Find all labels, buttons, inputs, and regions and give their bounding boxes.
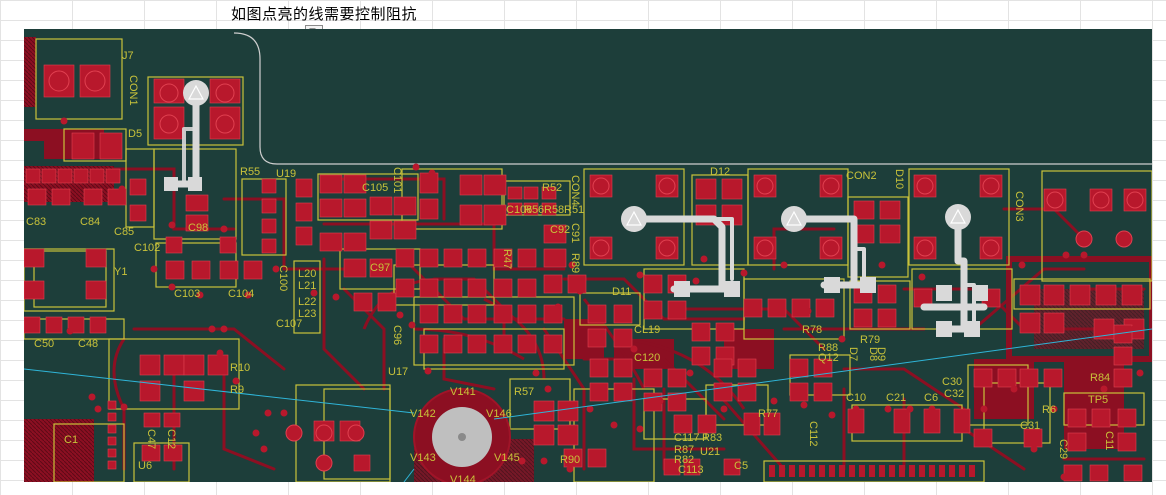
ref-label-c6: C6 (924, 392, 938, 404)
ref-label-c11: C11 (1103, 431, 1115, 450)
ref-label-d10: D10 (893, 169, 905, 189)
ref-label-c120: C120 (634, 352, 660, 364)
ref-label-l20: L20 (298, 268, 316, 280)
ref-label-c31: C31 (1020, 420, 1040, 432)
ref-label-con3: CON3 (1013, 191, 1025, 222)
ref-label-c97: C97 (370, 262, 390, 274)
fine-pitch-strip (769, 465, 975, 477)
ref-label-r77: R77 (758, 408, 778, 420)
ref-label-u6: U6 (138, 460, 152, 472)
ref-label-r47: R47 (501, 249, 513, 269)
ref-label-c103: C103 (174, 288, 200, 300)
ref-label-con2: CON2 (846, 170, 877, 182)
ref-label-d5: D5 (128, 128, 142, 140)
ref-label-r51: R51 (564, 204, 584, 216)
ref-label-c106: C106 (506, 204, 532, 216)
ref-label-v141: V141 (450, 386, 476, 398)
ref-label-c112: C112 (807, 421, 819, 446)
ref-label-c84: C84 (80, 216, 100, 228)
ref-label-c107: C107 (276, 318, 302, 330)
ref-label-v142: V142 (410, 408, 436, 420)
ref-label-u19: U19 (276, 168, 296, 180)
ref-label-c1: C1 (64, 434, 78, 446)
ref-label-c117: C117 (674, 432, 699, 444)
ref-label-r82: R82 (674, 454, 694, 466)
inductor-v14 (413, 388, 511, 482)
ref-label-c91: C91 (569, 223, 581, 243)
ref-label-tp5: TP5 (1088, 394, 1108, 406)
ref-label-q12: Q12 (818, 352, 839, 364)
ref-label-r89: R89 (569, 253, 581, 273)
ref-label-c12: C12 (165, 429, 177, 449)
ref-label-r58: R58 (544, 204, 564, 216)
ref-label-r87: R87 (674, 444, 694, 456)
ref-label-r88: R88 (818, 342, 838, 354)
ref-label-c21: C21 (886, 392, 906, 404)
ref-label-r55: R55 (240, 166, 260, 178)
ref-label-c5: C5 (734, 460, 748, 472)
ref-label-c105: C105 (362, 182, 388, 194)
ref-label-v143: V143 (410, 452, 436, 464)
ref-label-r57: R57 (514, 386, 534, 398)
ref-label-con4: CON4 (569, 175, 581, 206)
ref-label-c10: C10 (846, 392, 866, 404)
through-hole-pads (48, 70, 1144, 472)
ref-label-d8: D8 (867, 347, 879, 361)
ref-label-r52: R52 (542, 182, 562, 194)
ref-label-r10: R10 (230, 362, 250, 374)
ref-label-r9: R9 (230, 384, 244, 396)
ref-label-r84: R84 (1090, 372, 1110, 384)
ref-label-con1: CON1 (127, 75, 139, 106)
ref-label-l23: L23 (298, 308, 316, 320)
ref-label-y1: Y1 (114, 266, 127, 278)
ref-label-c50: C50 (34, 338, 54, 350)
ref-label-r79: R79 (860, 334, 880, 346)
ref-label-c48: C48 (78, 338, 98, 350)
ref-label-c102: C102 (134, 242, 160, 254)
ref-label-c30: C30 (942, 376, 962, 388)
pcb-layout: J7CON1D5R55U19C105C101R52R56C106R58R51CO… (24, 32, 1152, 482)
ref-label-cl19: CL19 (634, 324, 660, 336)
ref-label-c96: C96 (391, 325, 403, 345)
ref-label-d9: D9 (875, 347, 887, 361)
ref-label-c29: C29 (1057, 439, 1069, 459)
ref-label-r90: R90 (560, 454, 580, 466)
ref-label-c101: C101 (391, 167, 403, 193)
ref-label-d12: D12 (710, 166, 730, 178)
ref-label-l22: L22 (298, 296, 316, 308)
ref-label-c98: C98 (188, 222, 208, 234)
ref-label-j7: J7 (122, 50, 134, 62)
ref-label-v146: V146 (486, 408, 512, 420)
ref-label-r78: R78 (802, 324, 822, 336)
ref-label-c32: C32 (944, 388, 964, 400)
ref-label-r56: R56 (524, 204, 544, 216)
ratsnest-lines (24, 328, 1152, 482)
ref-label-c85: C85 (114, 226, 134, 238)
ref-label-r83: R83 (702, 432, 722, 444)
ref-label-u17: U17 (388, 366, 408, 378)
ref-label-d7: D7 (847, 347, 859, 361)
ref-label-d11: D11 (612, 286, 631, 298)
ref-label-v144: V144 (450, 474, 476, 482)
ref-label-c83: C83 (26, 216, 46, 228)
ref-label-c100: C100 (277, 265, 289, 291)
highlight-triangles (187, 84, 967, 226)
image-caption: 如图点亮的线需要控制阻抗 (231, 5, 418, 23)
ref-label-c47: C47 (145, 429, 157, 449)
ref-label-v145: V145 (494, 452, 520, 464)
ref-label-c113: C113 (678, 464, 703, 476)
vias (60, 117, 1144, 481)
board-outline (233, 32, 1152, 165)
ref-label-c92: C92 (550, 224, 570, 236)
ref-label-l21: L21 (298, 280, 316, 292)
ref-label-u21: U21 (700, 446, 720, 458)
ref-label-c104: C104 (228, 288, 254, 300)
ref-label-r6: R6 (1042, 404, 1056, 416)
